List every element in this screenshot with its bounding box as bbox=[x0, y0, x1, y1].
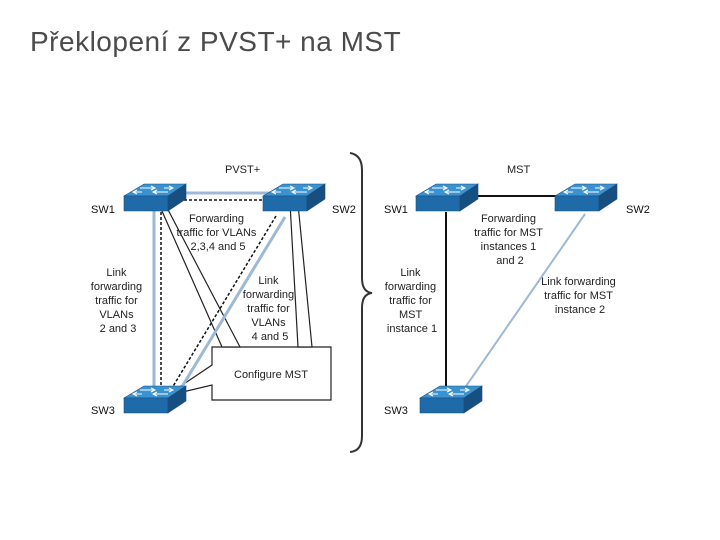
mst-forwarding-label: Forwarding traffic for MST instances 1 a… bbox=[474, 213, 546, 267]
pvst-sw1-icon[interactable] bbox=[123, 183, 187, 212]
mst-sw3-icon[interactable] bbox=[419, 385, 483, 414]
pvst-link-sw2-sw3-dashed bbox=[171, 215, 277, 389]
mst-heading: MST bbox=[507, 164, 531, 176]
mst-link-sw2-sw3 bbox=[461, 213, 586, 393]
pvst-sw2-icon[interactable] bbox=[262, 183, 326, 212]
configure-mst-label: Configure MST bbox=[234, 369, 308, 381]
mst-sw2-label: SW2 bbox=[626, 204, 650, 216]
pvst-right-link-label: Link forwarding traffic for VLANs 4 and … bbox=[243, 275, 297, 343]
pvst-sw2-label: SW2 bbox=[332, 204, 356, 216]
pvst-forwarding-label: Forwarding traffic for VLANs 2,3,4 and 5 bbox=[177, 213, 260, 253]
slide-title: Překlopení z PVST+ na MST bbox=[30, 26, 402, 57]
transition-brace bbox=[349, 152, 373, 453]
callout-pointer-sw2 bbox=[289, 202, 313, 348]
pvst-sw3-icon[interactable] bbox=[123, 385, 187, 414]
mst-sw1-icon[interactable] bbox=[415, 183, 479, 212]
pvst-sw3-label: SW3 bbox=[91, 405, 115, 417]
mst-section: MST SW1 SW2 SW3 Forwarding traffic for M… bbox=[384, 164, 650, 417]
mst-sw2-icon[interactable] bbox=[554, 183, 618, 212]
configure-callout bbox=[165, 346, 332, 401]
pvst-left-link-label: Link forwarding traffic for VLANs 2 and … bbox=[91, 267, 145, 335]
mst-sw3-label: SW3 bbox=[384, 405, 408, 417]
mst-right-link-label: Link forwarding traffic for MST instance… bbox=[541, 276, 619, 316]
pvst-section: PVST+ SW1 SW2 SW3 Forwarding traffic for… bbox=[91, 164, 356, 417]
mst-left-link-label: Link forwarding traffic for MST instance… bbox=[385, 267, 439, 335]
mst-sw1-label: SW1 bbox=[384, 204, 408, 216]
pvst-sw1-label: SW1 bbox=[91, 204, 115, 216]
pvst-link-sw2-sw3 bbox=[178, 216, 287, 391]
pvst-heading: PVST+ bbox=[225, 164, 260, 176]
